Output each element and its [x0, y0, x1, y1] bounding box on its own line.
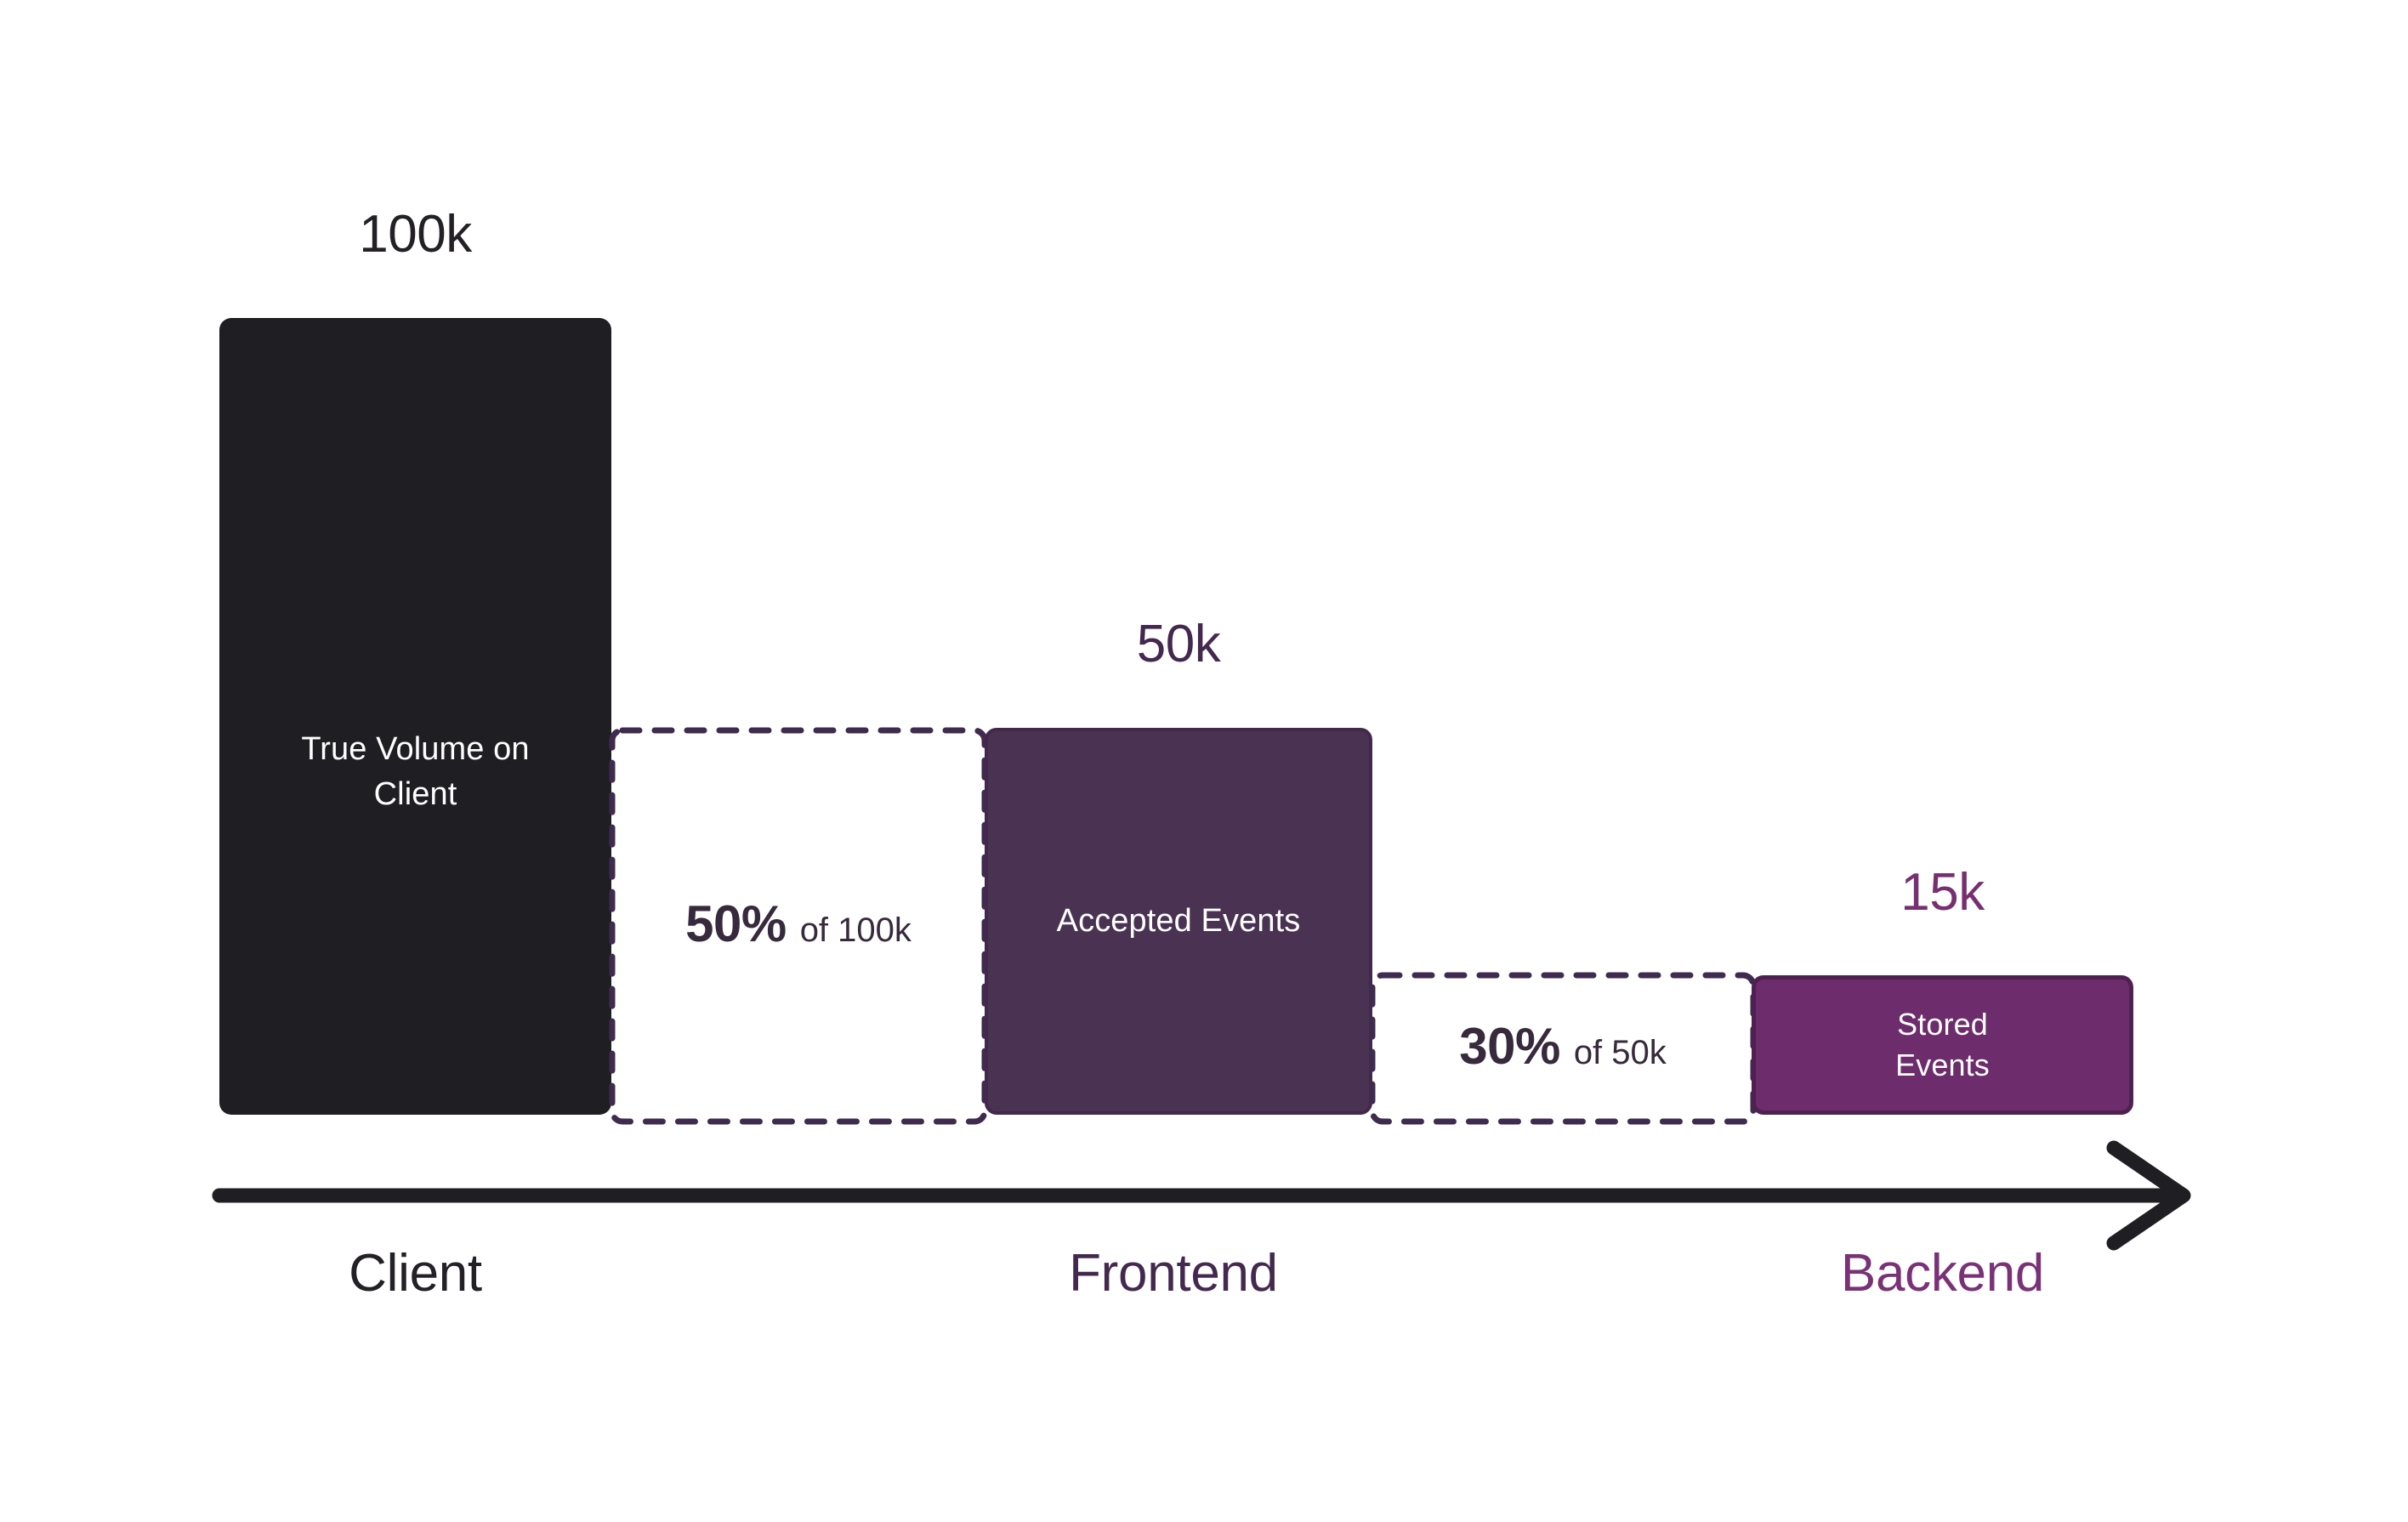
stage-label-frontend: Frontend: [1069, 1244, 1278, 1303]
bar-label-client: True Volume on Client: [301, 731, 530, 812]
drop-caption-second: 30% of 50k: [1369, 1017, 1757, 1076]
bar-client: True Volume on Client: [219, 318, 611, 1115]
drop-of-first: of 100k: [799, 911, 912, 949]
bar-frontend: Accepted Events: [985, 728, 1372, 1115]
drop-percent-second: 30%: [1459, 1018, 1560, 1075]
stage-label-client: Client: [349, 1244, 482, 1303]
drop-caption-first: 50% of 100k: [609, 894, 988, 953]
drop-percent-first: 50%: [685, 895, 787, 952]
axis-arrow-icon: [212, 1140, 2211, 1251]
bar-backend: Stored Events: [1752, 975, 2133, 1115]
value-label-client: 100k: [359, 205, 472, 264]
value-label-backend: 15k: [1900, 863, 1985, 922]
value-label-frontend: 50k: [1136, 615, 1221, 673]
bar-label-backend: Stored Events: [1895, 1007, 1990, 1082]
drop-of-second: of 50k: [1573, 1034, 1667, 1071]
bar-label-frontend: Accepted Events: [1056, 903, 1301, 940]
stage-label-backend: Backend: [1840, 1244, 2045, 1303]
